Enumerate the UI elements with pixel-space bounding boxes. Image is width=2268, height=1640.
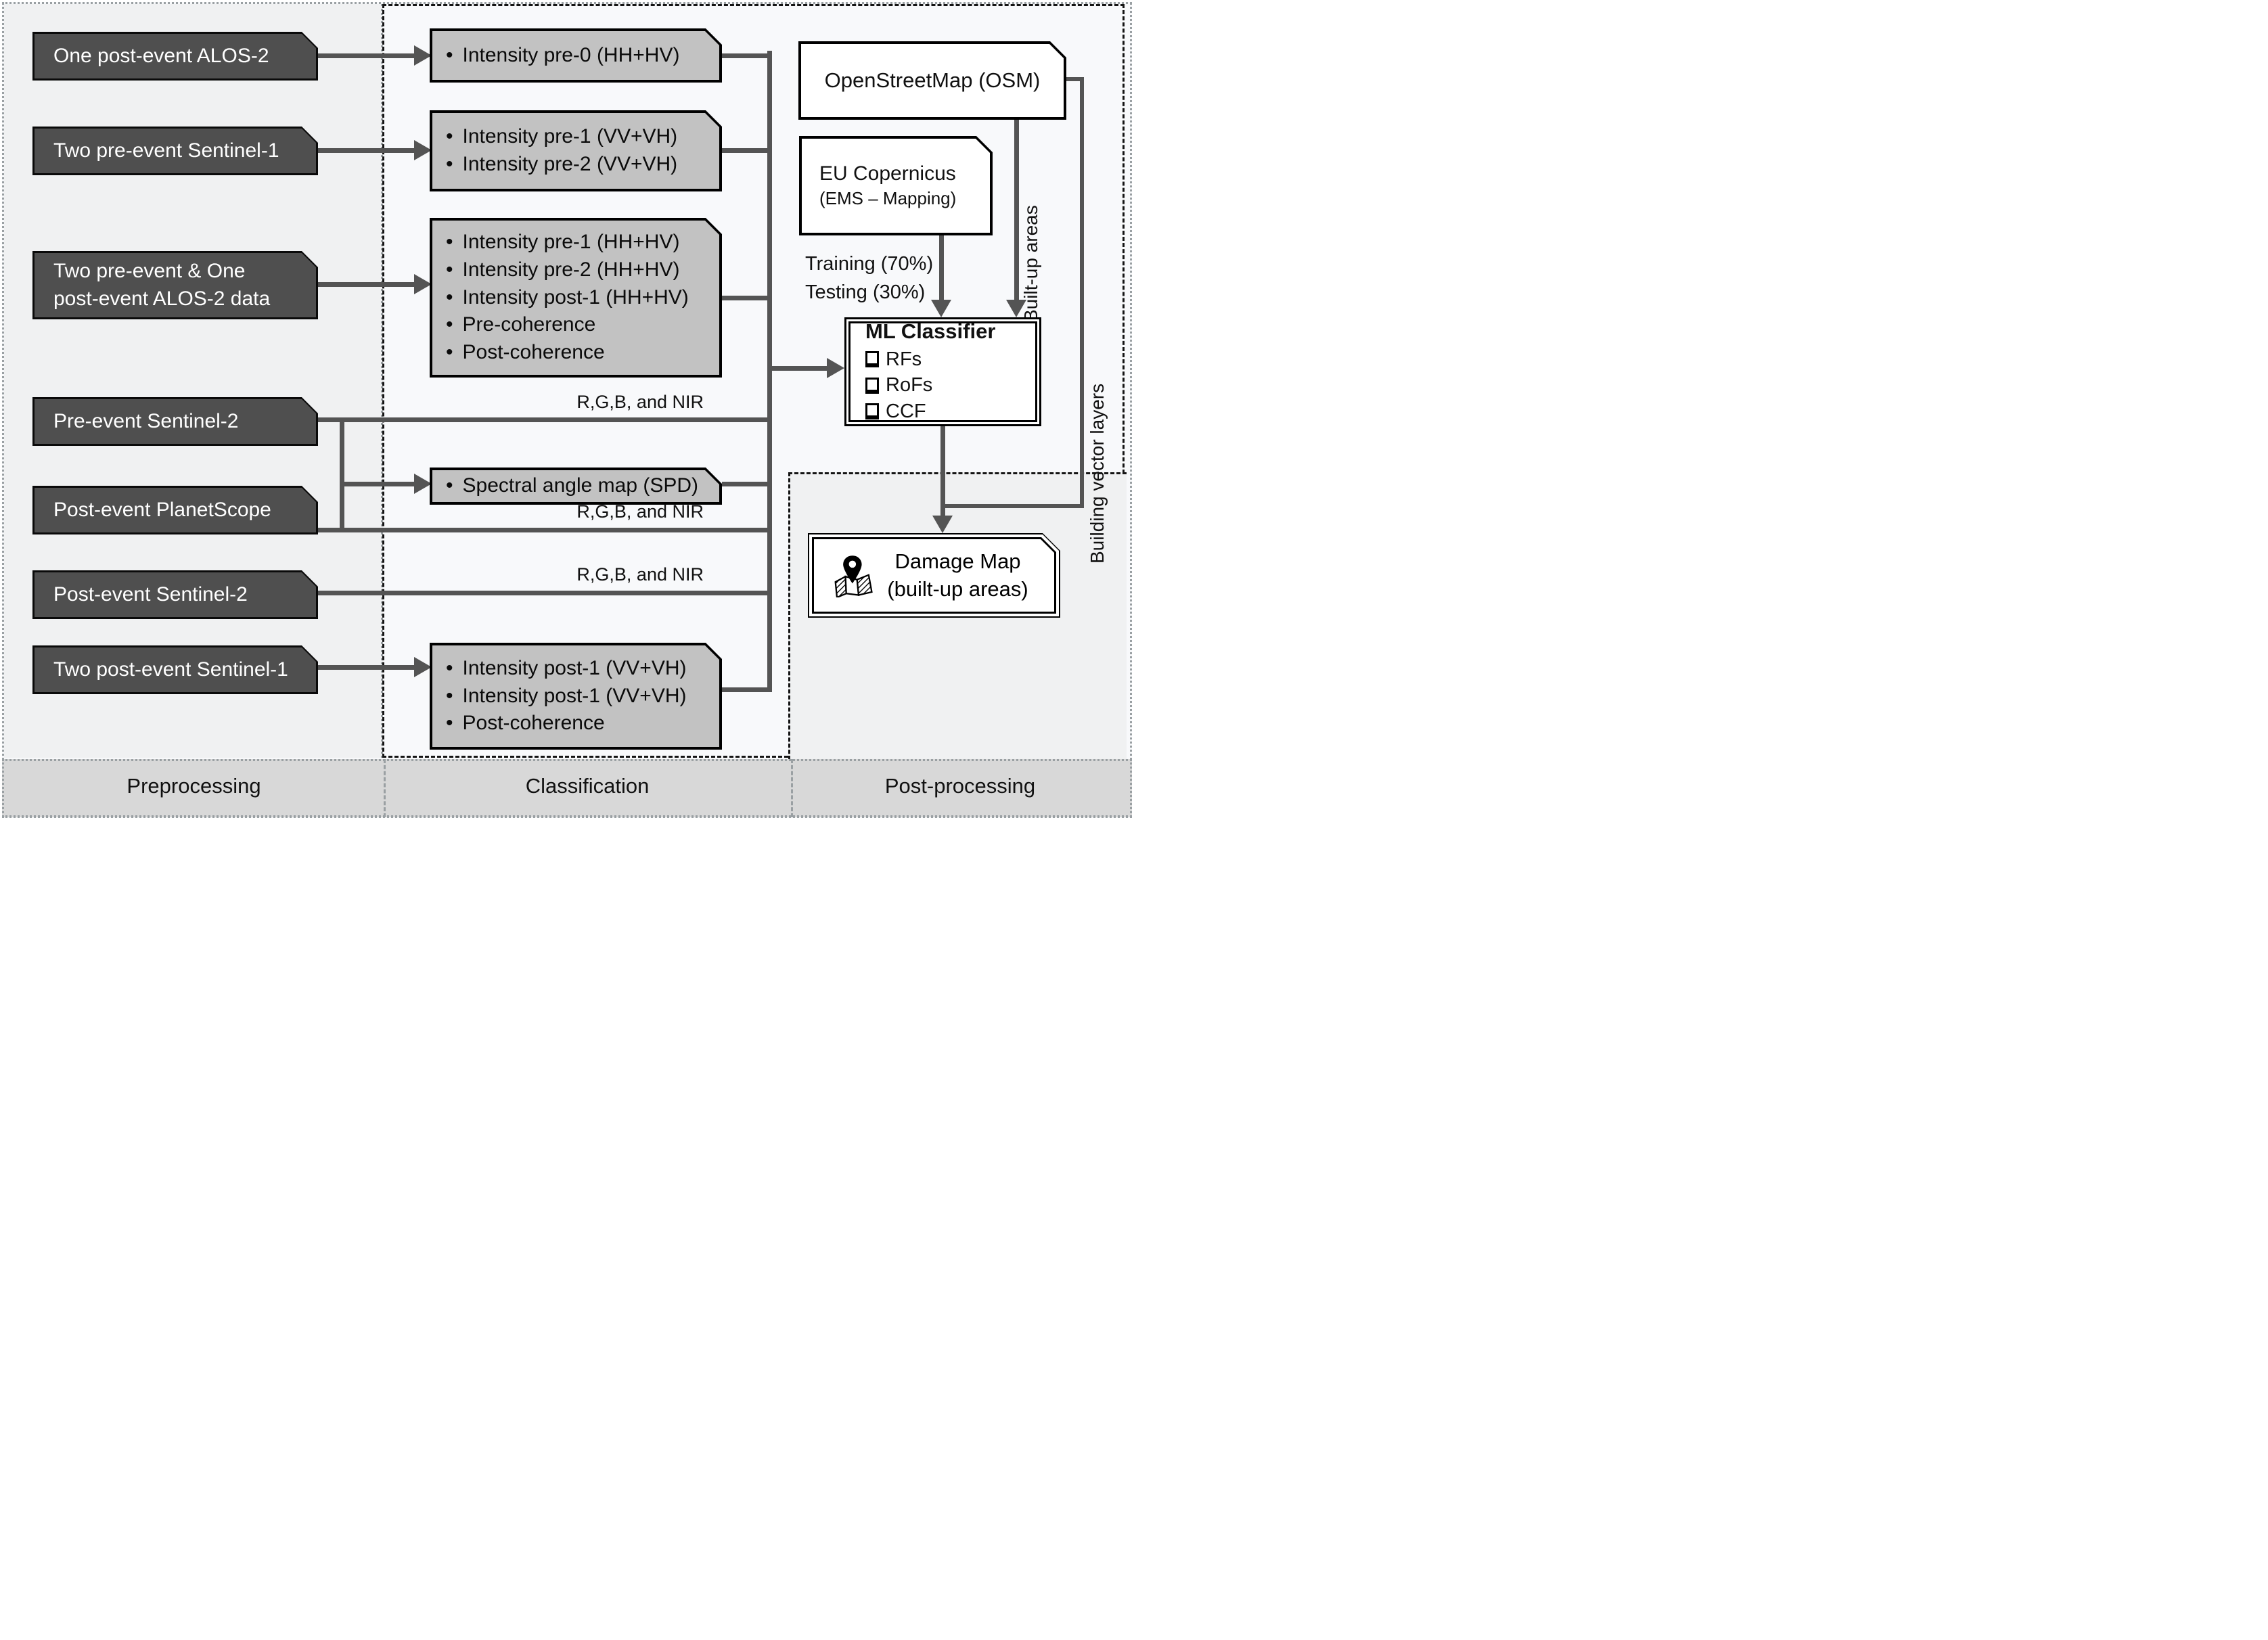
section-label-classification: Classification xyxy=(525,774,650,798)
feature-item: Post-coherence xyxy=(446,339,719,367)
section-label-postprocessing: Post-processing xyxy=(884,774,1036,798)
ml-input-line xyxy=(772,366,827,371)
arrowhead-right-icon xyxy=(414,474,432,494)
preprocessing-panel xyxy=(4,4,383,758)
classification-border-left xyxy=(382,4,384,758)
eu-label: EU Copernicus xyxy=(819,162,956,185)
connector-line xyxy=(318,282,414,287)
classifier-option: CCF xyxy=(886,400,926,422)
osm-box: OpenStreetMap (OSM) xyxy=(798,41,1066,120)
source-box-sentinel2-pre: Pre-event Sentinel-2 xyxy=(32,397,318,446)
feature-item: Intensity post-1 (VV+VH) xyxy=(446,683,719,710)
connector-line xyxy=(318,665,414,670)
source-box-planetscope: Post-event PlanetScope xyxy=(32,486,318,534)
feature-item: Spectral angle map (SPD) xyxy=(446,472,719,500)
arrowhead-right-icon xyxy=(414,140,432,160)
connector-line xyxy=(318,53,414,58)
feature-item: Intensity pre-1 (VV+VH) xyxy=(446,123,719,151)
building-vector-line xyxy=(942,504,1084,508)
arrowhead-right-icon xyxy=(414,45,432,66)
source-box-alos2-data: Two pre-event & One post-event ALOS-2 da… xyxy=(32,251,318,319)
building-vector-layers-label: Building vector layers xyxy=(1087,383,1108,564)
source-label: Pre-event Sentinel-2 xyxy=(53,409,239,432)
osm-label: OpenStreetMap (OSM) xyxy=(824,68,1041,92)
eu-copernicus-box: EU Copernicus (EMS – Mapping) xyxy=(799,136,993,235)
classifier-option: RoFs xyxy=(886,374,933,396)
output-line xyxy=(722,296,772,300)
source-label: Post-event PlanetScope xyxy=(53,498,271,521)
source-label: post-event ALOS-2 data xyxy=(53,287,271,310)
feature-item: Pre-coherence xyxy=(446,311,719,339)
feature-item: Intensity pre-0 (HH+HV) xyxy=(446,42,719,70)
ml-classifier-title: ML Classifier xyxy=(865,319,996,344)
ml-classifier-box: ML Classifier RFs RoFs CCF xyxy=(844,317,1041,426)
section-bar-separator xyxy=(791,759,793,817)
damage-map-title: Damage Map xyxy=(894,549,1021,574)
classification-border-top xyxy=(382,4,1125,6)
junction-line xyxy=(340,417,344,532)
damage-map-subtitle: (built-up areas) xyxy=(887,576,1028,601)
building-vector-line xyxy=(1080,77,1084,508)
feature-item: Post-coherence xyxy=(446,710,719,737)
feature-item: Intensity pre-2 (VV+VH) xyxy=(446,151,719,179)
eu-to-ml-line xyxy=(939,235,944,300)
source-box-sentinel1-post: Two post-event Sentinel-1 xyxy=(32,645,318,694)
feature-item: Intensity post-1 (HH+HV) xyxy=(446,284,719,312)
builtup-line xyxy=(1014,120,1019,300)
checkbox-icon xyxy=(865,377,879,394)
connector-line-planetscope xyxy=(318,528,772,532)
classification-border-right xyxy=(1122,4,1125,474)
output-line xyxy=(722,148,772,153)
map-pin-icon xyxy=(832,554,875,597)
feature-box-3: Intensity pre-1 (HH+HV) Intensity pre-2 … xyxy=(430,218,722,378)
feature-box-5: Intensity post-1 (VV+VH) Intensity post-… xyxy=(430,643,722,750)
arrowhead-down-icon xyxy=(932,516,953,533)
source-label: One post-event ALOS-2 xyxy=(53,44,269,67)
connector-line xyxy=(318,148,414,153)
building-vector-line xyxy=(1066,77,1084,81)
band-label: R,G,B, and NIR xyxy=(576,392,704,412)
damage-map-box: Damage Map (built-up areas) xyxy=(808,533,1060,618)
testing-label: Testing (30%) xyxy=(805,281,926,303)
feature-item: Intensity post-1 (VV+VH) xyxy=(446,655,719,683)
connector-line-s2pre xyxy=(318,417,772,422)
train-test-split: Training (70%) Testing (30%) xyxy=(805,250,933,306)
feature-box-1: Intensity pre-0 (HH+HV) xyxy=(430,28,722,83)
classification-border-bottom xyxy=(382,756,788,758)
output-line xyxy=(722,482,772,486)
arrowhead-down-icon xyxy=(931,300,951,317)
feature-item: Intensity pre-1 (HH+HV) xyxy=(446,229,719,256)
feature-box-2: Intensity pre-1 (VV+VH) Intensity pre-2 … xyxy=(430,110,722,191)
arrowhead-right-icon xyxy=(414,657,432,677)
ml-output-line xyxy=(940,426,945,516)
eu-sublabel: (EMS – Mapping) xyxy=(819,188,957,208)
section-label-preprocessing: Preprocessing xyxy=(127,774,261,798)
source-box-sentinel2-post: Post-event Sentinel-2 xyxy=(32,570,318,619)
output-line xyxy=(722,687,772,692)
connector-line-posts2 xyxy=(318,591,772,595)
workflow-diagram: One post-event ALOS-2 Two pre-event Sent… xyxy=(0,0,1134,820)
classifier-option: RFs xyxy=(886,348,922,371)
feature-box-spd: Spectral angle map (SPD) xyxy=(430,468,722,505)
checkbox-icon xyxy=(865,351,879,368)
band-label: R,G,B, and NIR xyxy=(576,501,704,522)
source-label: Two pre-event & One xyxy=(53,260,246,282)
arrowhead-down-icon xyxy=(1006,300,1026,317)
section-bar-separator xyxy=(384,759,386,817)
checkbox-icon xyxy=(865,403,879,419)
source-label: Two pre-event Sentinel-1 xyxy=(53,139,279,162)
connector-line-spd xyxy=(342,482,414,486)
feature-item: Intensity pre-2 (HH+HV) xyxy=(446,256,719,284)
source-box-alos2-post: One post-event ALOS-2 xyxy=(32,32,318,81)
arrowhead-right-icon xyxy=(827,358,844,378)
section-bar xyxy=(2,759,1132,817)
output-line xyxy=(722,53,772,58)
band-label: R,G,B, and NIR xyxy=(576,564,704,585)
arrowhead-right-icon xyxy=(414,274,432,294)
source-box-sentinel1-pre: Two pre-event Sentinel-1 xyxy=(32,127,318,175)
training-label: Training (70%) xyxy=(805,253,934,275)
source-label: Post-event Sentinel-2 xyxy=(53,583,248,606)
source-label: Two post-event Sentinel-1 xyxy=(53,658,288,681)
collector-line xyxy=(767,51,772,692)
